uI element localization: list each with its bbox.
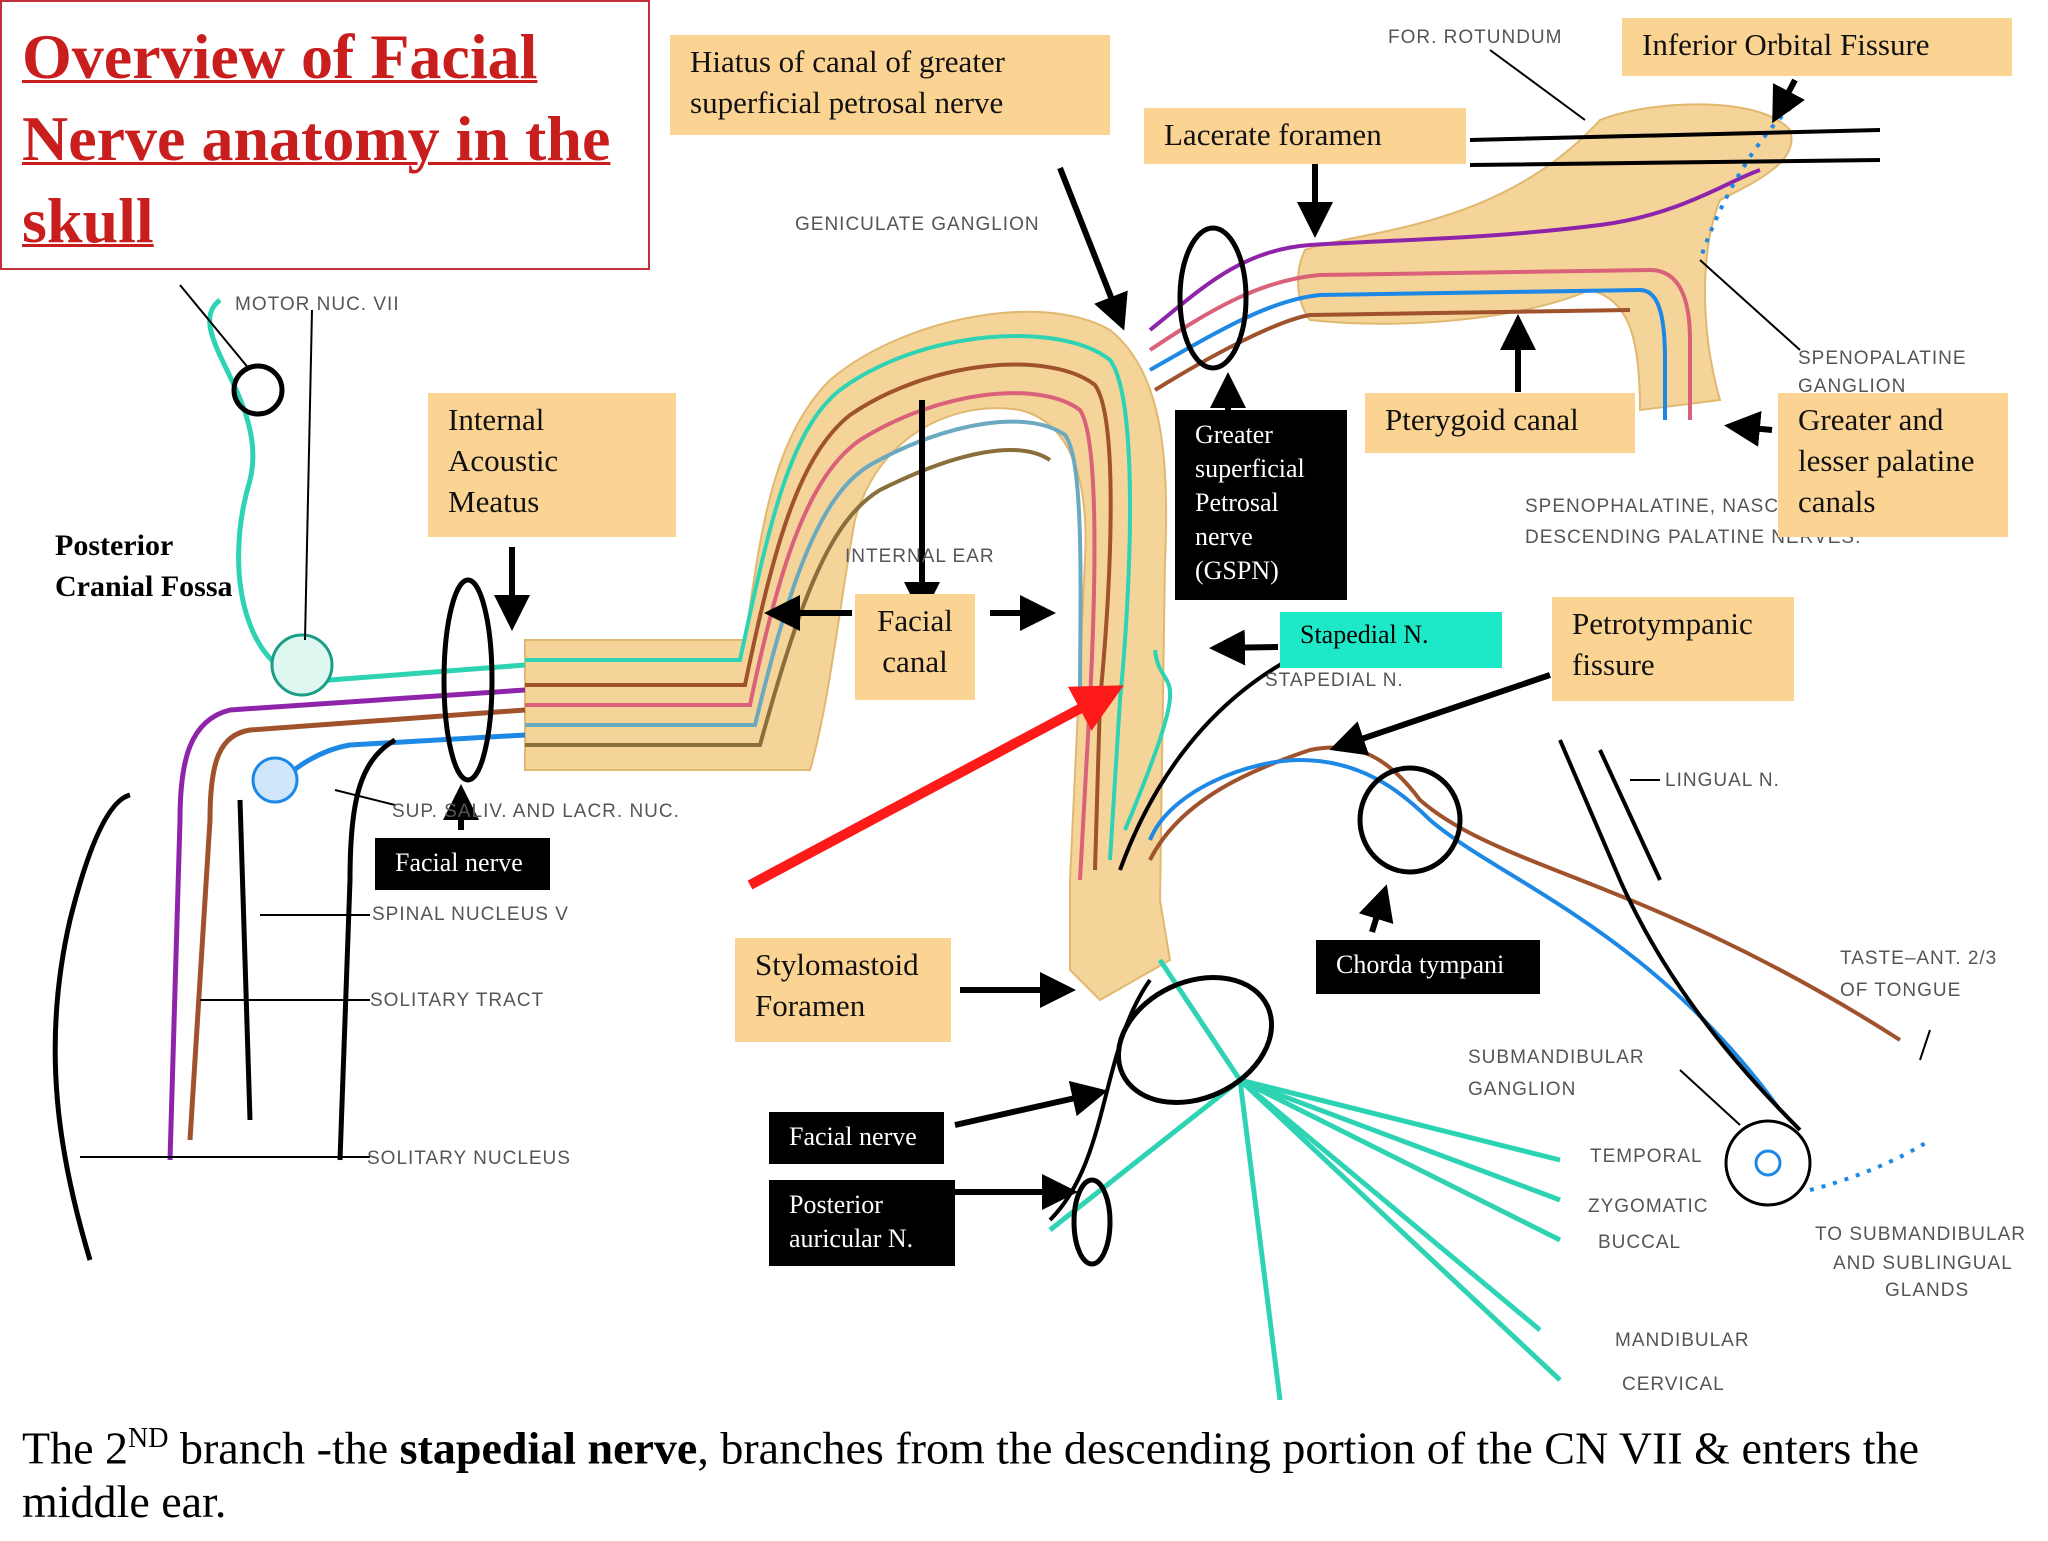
label-sphenophalatine-nerves-1: SPENOPHALATINE, NASC — [1525, 496, 1779, 517]
caption-middle: branch -the — [168, 1422, 400, 1474]
callout-facial-nerve-1: Facial nerve — [375, 838, 550, 890]
label-cervical: CERVICAL — [1622, 1374, 1725, 1395]
caption-bold: stapedial nerve — [399, 1422, 698, 1474]
callout-palatine-canals: Greater and lesser palatine canals — [1778, 393, 2008, 537]
brainstem-nerves — [52, 298, 526, 1261]
label-mandibular: MANDIBULAR — [1615, 1330, 1750, 1351]
callout-internal-acoustic-meatus: Internal Acoustic Meatus — [428, 393, 676, 537]
highlight-ovals — [441, 225, 1463, 1267]
label-sup-saliv: SUP. SALIV. AND LACR. NUC. — [392, 801, 680, 822]
caption-suffix: , branches from the descending portion o… — [22, 1422, 1919, 1528]
pterygoid-canal-shape — [1297, 103, 1793, 412]
callout-petrotympanic-fissure: Petrotympanic fissure — [1552, 597, 1794, 701]
callout-pterygoid-canal: Pterygoid canal — [1365, 393, 1635, 453]
page-title: Overview of Facial Nerve anatomy in the … — [22, 21, 611, 256]
nerve-strands — [525, 334, 1132, 881]
salivatory-nucleus — [251, 756, 299, 804]
callout-inferior-orbital-fissure: Inferior Orbital Fissure — [1622, 18, 2012, 76]
label-sphenophalatine-nerves-2: DESCENDING PALATINE NERVES. — [1525, 527, 1861, 548]
label-taste-2: OF TONGUE — [1840, 980, 1961, 1001]
submandibular-ganglion-core — [1754, 1149, 1782, 1177]
label-zygomatic: ZYGOMATIC — [1588, 1196, 1709, 1217]
lingual-nerve — [1558, 739, 1802, 1132]
label-to-glands-2: AND SUBLINGUAL — [1833, 1253, 2013, 1274]
label-solitary-nucleus: SOLITARY NUCLEUS — [367, 1148, 571, 1169]
label-sphenopalatine-2: GANGLION — [1798, 376, 1906, 397]
label-buccal: BUCCAL — [1598, 1232, 1681, 1253]
callout-stylomastoid-foramen: Stylomastoid Foramen — [735, 938, 951, 1042]
callout-posterior-auricular-n: Posterior auricular N. — [769, 1180, 955, 1266]
pointer-arrows — [443, 78, 1805, 1210]
label-temporal: TEMPORAL — [1590, 1146, 1703, 1167]
callout-facial-canal: Facial canal — [855, 594, 975, 700]
red-arrow — [747, 685, 1124, 890]
callout-stapedial-n: Stapedial N. — [1280, 612, 1502, 668]
callout-facial-nerve-2: Facial nerve — [769, 1112, 944, 1164]
label-submandibular-1: SUBMANDIBULAR — [1468, 1047, 1645, 1068]
label-to-glands-1: TO SUBMANDIBULAR — [1815, 1224, 2026, 1245]
label-stapedial-n: STAPEDIAL N. — [1265, 670, 1404, 691]
title-box: Overview of Facial Nerve anatomy in the … — [0, 0, 650, 270]
caption-superscript: ND — [128, 1423, 169, 1454]
label-spinal-nucleus: SPINAL NUCLEUS V — [372, 904, 569, 925]
label-motor-nucleus: MOTOR NUC. VII — [235, 294, 400, 315]
callout-lacerate-foramen: Lacerate foramen — [1144, 108, 1466, 164]
lingual-nerve-edge — [1598, 749, 1662, 881]
label-geniculate-ganglion: GENICULATE GANGLION — [795, 214, 1040, 235]
label-taste-1: TASTE–ANT. 2/3 — [1840, 948, 1997, 969]
callout-gspn: Greater superficial Petrosal nerve (GSPN… — [1175, 410, 1347, 600]
neuron-body — [270, 633, 334, 697]
label-solitary-tract: SOLITARY TRACT — [370, 990, 544, 1011]
motor-nucleus-circle — [231, 363, 285, 417]
label-sphenopalatine-1: SPENOPALATINE — [1798, 348, 1967, 369]
callout-chorda-tympani: Chorda tympani — [1316, 940, 1540, 994]
label-posterior-cranial-fossa: Posterior Cranial Fossa — [55, 529, 233, 603]
caption-prefix: The 2 — [22, 1422, 129, 1474]
label-internal-ear: INTERNAL EAR — [845, 546, 995, 567]
gland-dotted-path — [1809, 1138, 1932, 1192]
label-submandibular-2: GANGLION — [1468, 1079, 1576, 1100]
label-for-rotundum: FOR. ROTUNDUM — [1388, 27, 1562, 48]
submandibular-ganglion-circle — [1724, 1119, 1812, 1207]
label-lingual-n: LINGUAL N. — [1665, 770, 1780, 791]
maxillary-nerve — [1469, 128, 1881, 167]
callout-hiatus: Hiatus of canal of greater superficial p… — [670, 35, 1110, 135]
caption: The 2ND branch -the stapedial nerve, bra… — [22, 1412, 2022, 1529]
leader-lines — [80, 49, 1931, 1158]
label-to-glands-3: GLANDS — [1885, 1280, 1969, 1301]
